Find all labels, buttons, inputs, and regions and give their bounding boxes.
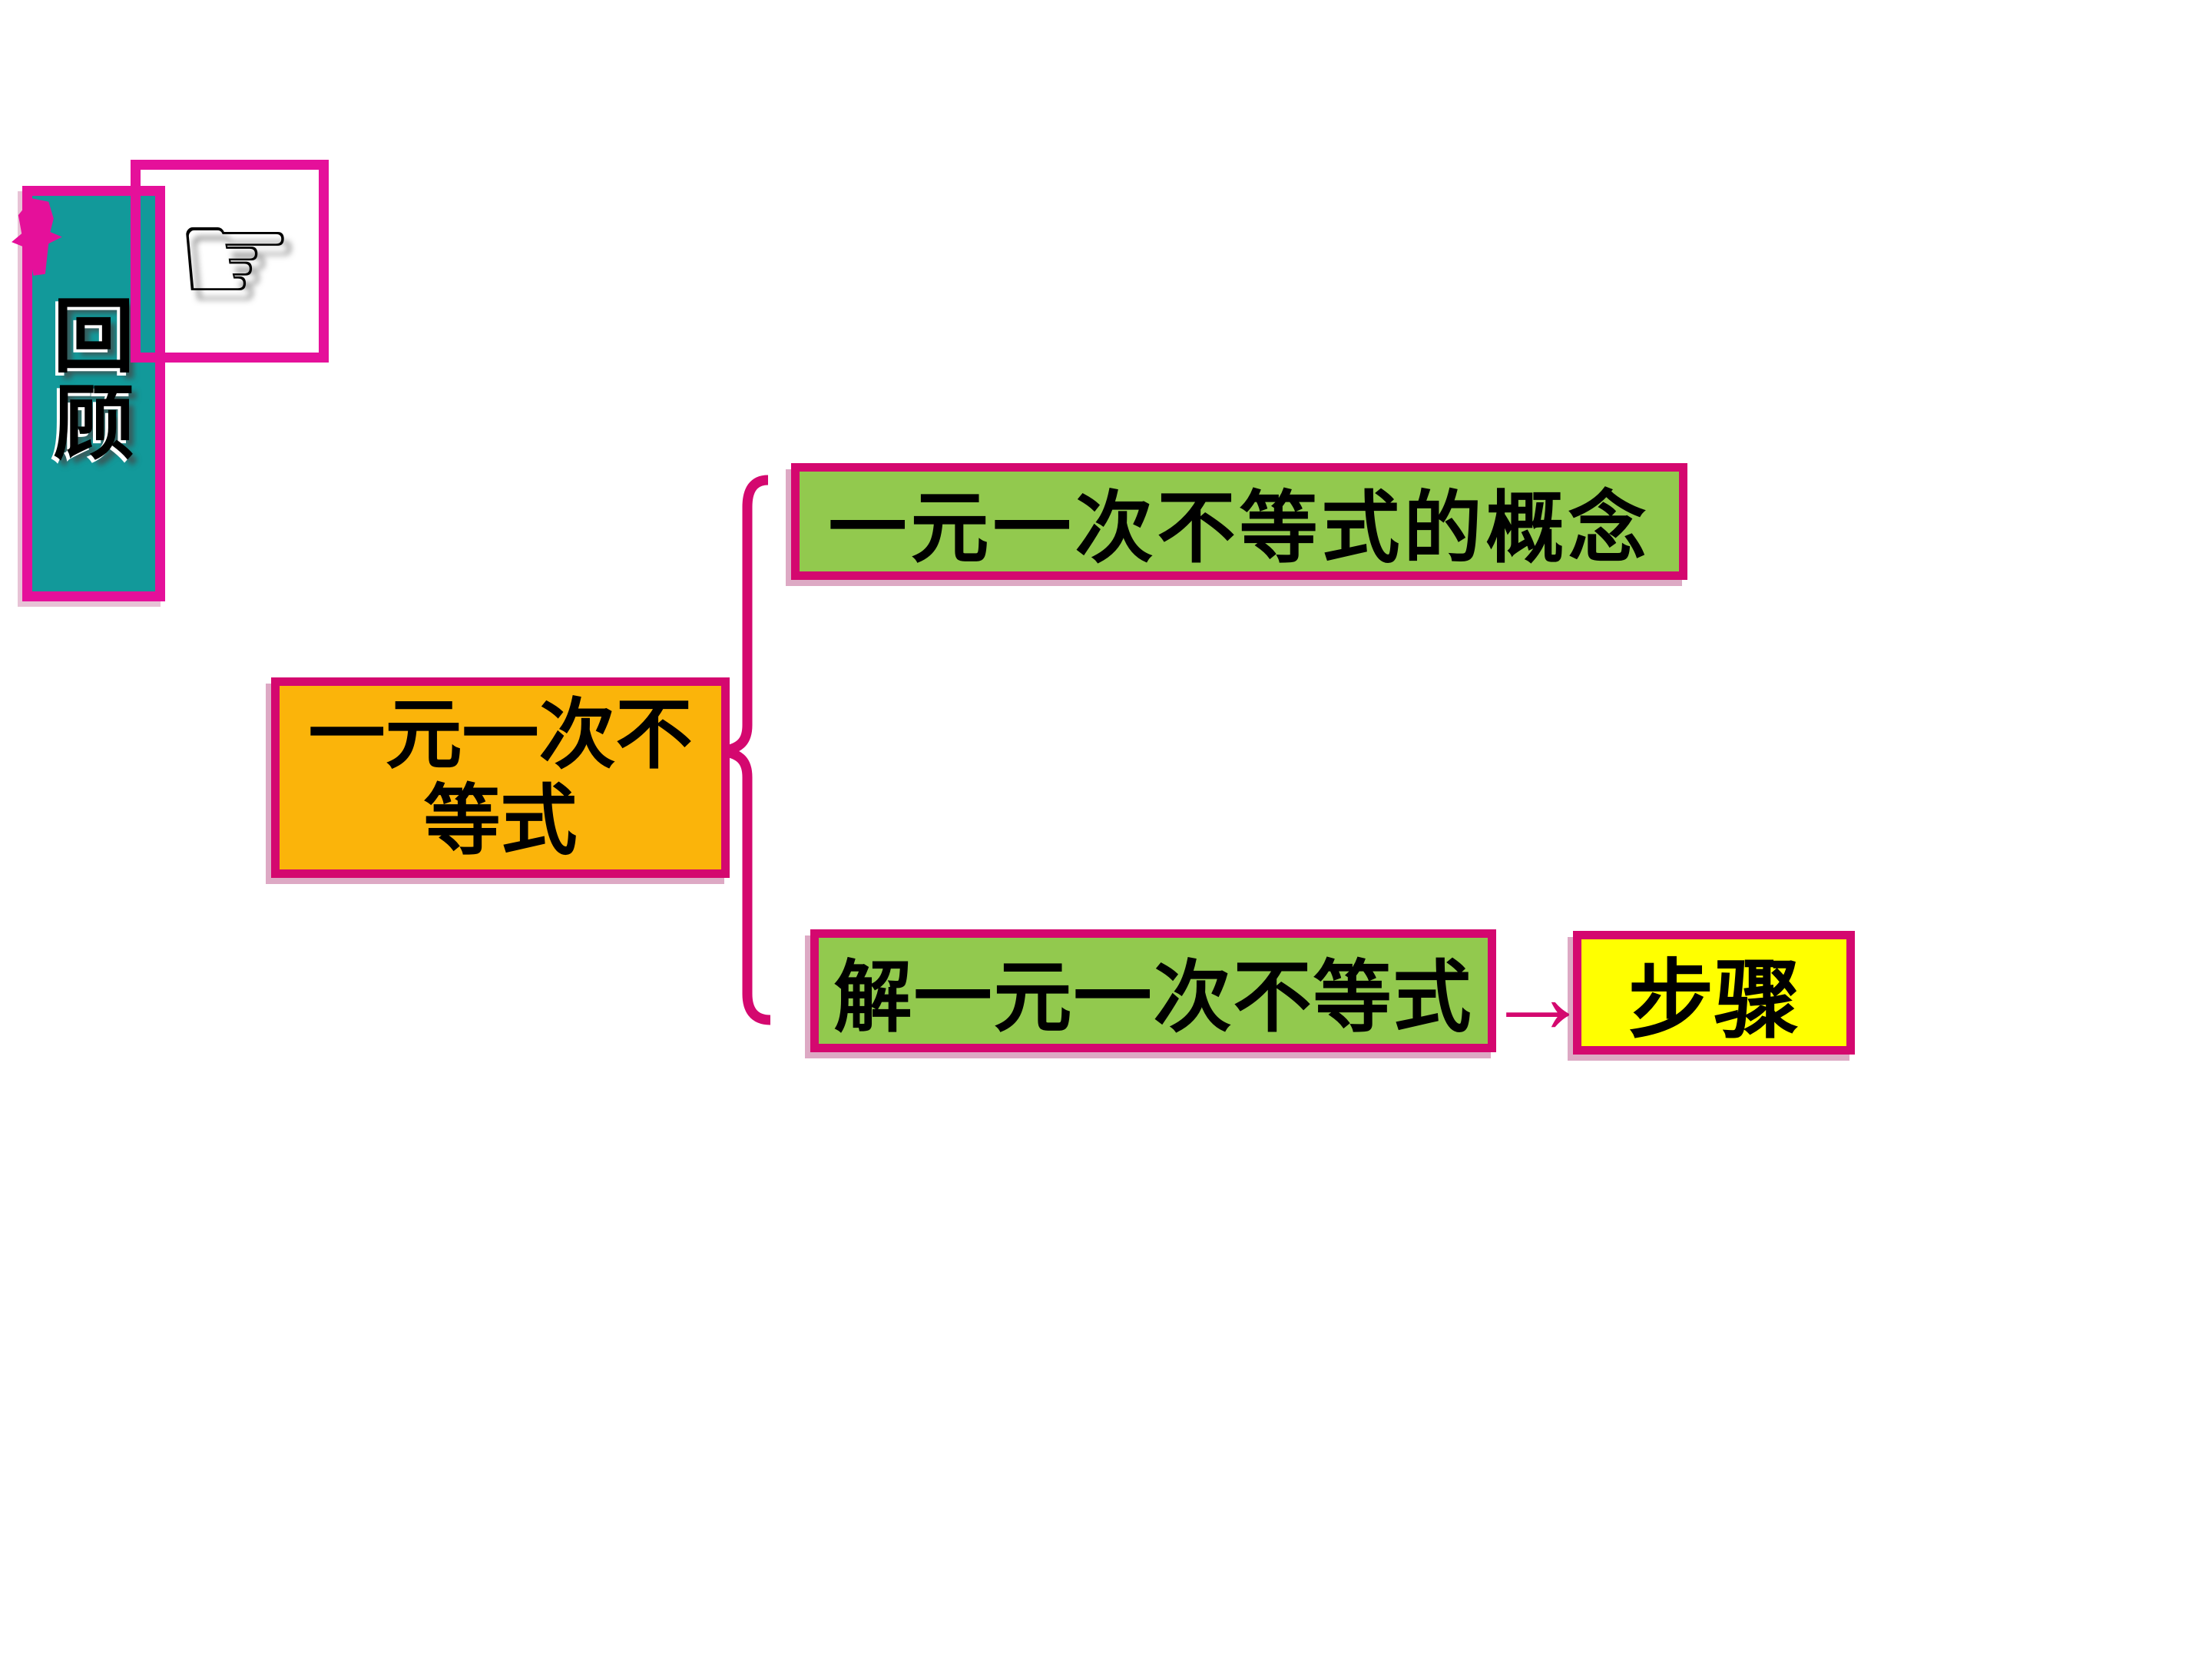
steps-box: 步骤 xyxy=(1573,931,1855,1055)
review-badge-char-1: 回 xyxy=(53,293,134,382)
ribbon-decoration-icon xyxy=(12,198,62,276)
review-badge: 回 顾 xyxy=(22,186,165,601)
review-badge-char-2: 顾 xyxy=(53,379,134,470)
curly-brace xyxy=(721,475,771,1025)
steps-label: 步骤 xyxy=(1628,952,1800,1048)
root-topic-box: 一元一次不 等式 xyxy=(271,677,730,878)
branch-concept-label: 一元一次不等式的概念 xyxy=(828,484,1651,572)
root-topic-label-line2: 等式 xyxy=(423,777,578,864)
pointer-frame xyxy=(131,160,329,363)
right-arrow-icon: → xyxy=(1485,937,1591,1055)
root-topic-label-line1: 一元一次不 xyxy=(308,691,693,778)
branch-solve-box: 解一元一次不等式 xyxy=(810,929,1496,1052)
branch-concept-box: 一元一次不等式的概念 xyxy=(791,463,1687,580)
branch-solve-label: 解一元一次不等式 xyxy=(833,953,1473,1041)
pointing-hand-icon: ☞ xyxy=(174,183,296,333)
